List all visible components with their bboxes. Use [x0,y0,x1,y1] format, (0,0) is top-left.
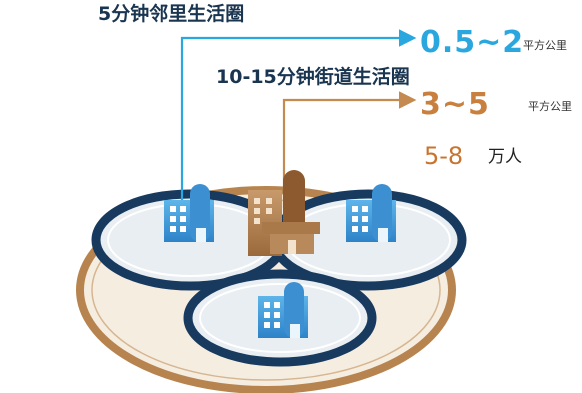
area-5min-unit: 平方公里 [523,39,567,52]
population-value: 5-8 [424,142,464,170]
title-10-15min-street-circle: 10-15分钟街道生活圈 [216,66,410,88]
arrow-5min [180,29,417,240]
small-building-icon [346,184,396,242]
area-10-15min-unit: 平方公里 [528,100,572,113]
small-building-icon [258,282,308,338]
tower-building-icon [248,170,320,256]
title-5min-neighborhood-circle: 5分钟邻里生活圈 [98,3,245,25]
population-unit: 万人 [488,147,522,167]
area-10-15min-value: 3~5 [420,87,490,122]
small-building-icon [164,184,214,242]
area-5min-value: 0.5~2 [420,25,525,60]
arrow-10-15min [282,91,417,208]
